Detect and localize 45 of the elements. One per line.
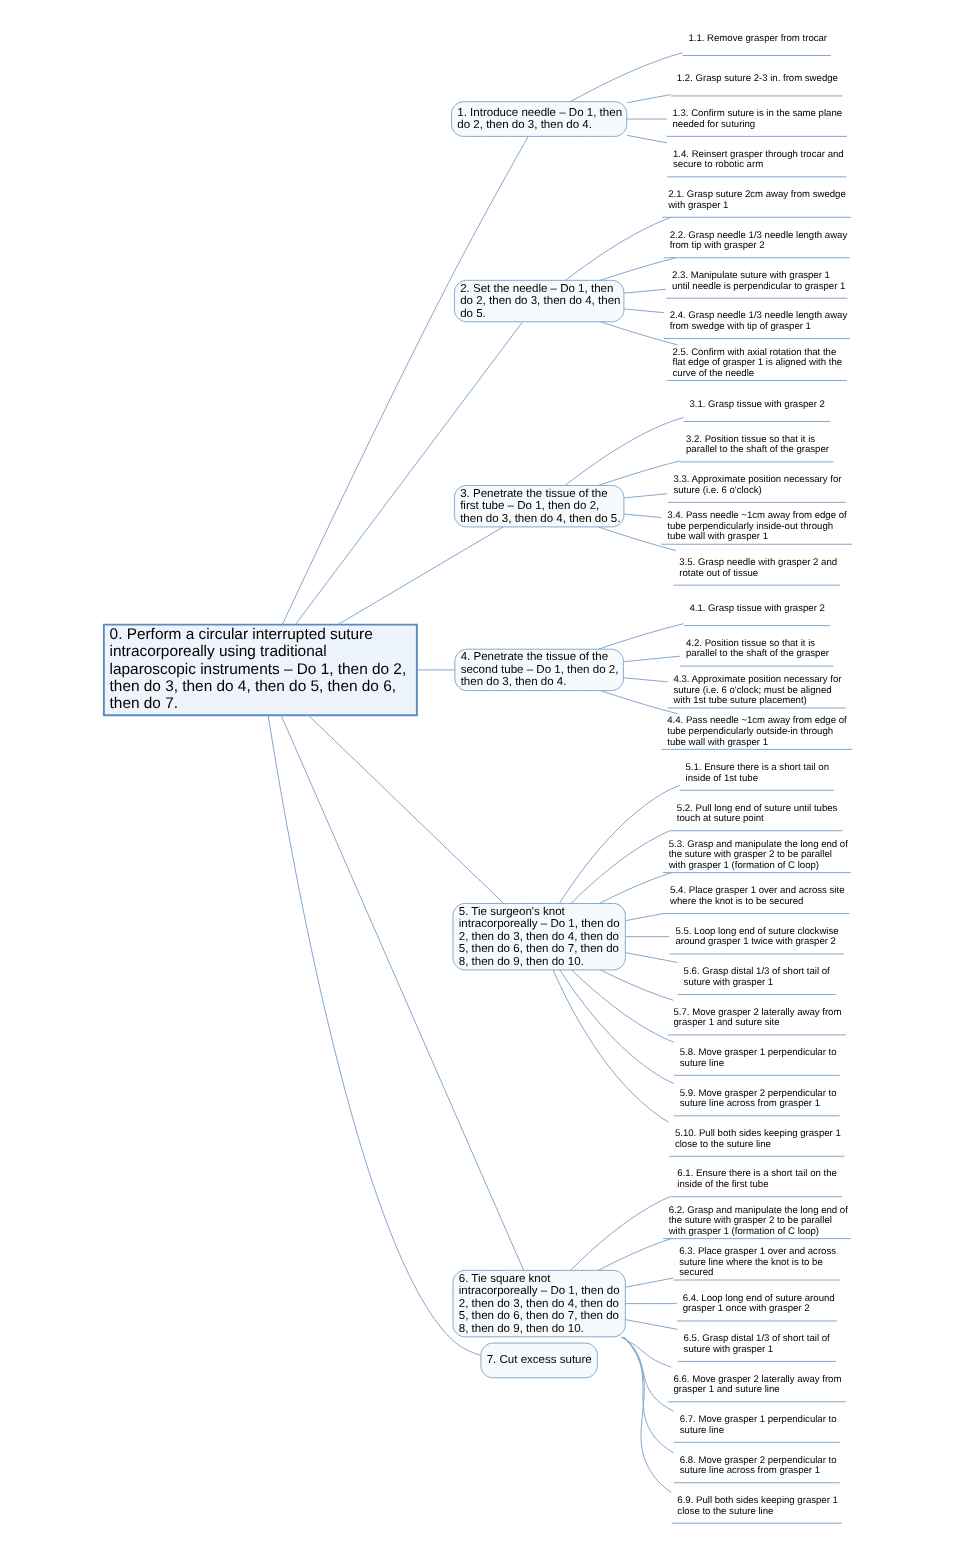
node-box: 0. Perform a circular interrupted suture intracorporeally using traditional laparoscopic instruments – Do 1, then do 2, then do 3, then do 4, then do 5, then do 6, then do 7.	[102, 623, 418, 717]
connector	[623, 1336, 675, 1454]
connector	[624, 1277, 674, 1288]
connector	[624, 912, 665, 922]
connector	[624, 1303, 678, 1305]
connector	[571, 969, 675, 1043]
connector	[597, 623, 684, 650]
connector	[600, 690, 678, 715]
connector	[570, 829, 672, 904]
connector	[599, 872, 672, 904]
connector	[565, 416, 685, 486]
connector	[624, 952, 678, 963]
connector	[597, 526, 677, 551]
connector	[623, 308, 665, 314]
connector	[597, 1238, 672, 1271]
connector	[597, 460, 681, 486]
connector	[308, 715, 504, 904]
connector	[623, 677, 669, 683]
connector	[337, 526, 504, 625]
connector	[624, 936, 670, 938]
connector	[626, 118, 668, 120]
connector	[623, 655, 681, 663]
connector	[626, 134, 668, 144]
connector	[559, 969, 675, 1084]
connector	[569, 52, 683, 103]
connector	[280, 714, 525, 1271]
connector	[416, 669, 456, 671]
connector	[623, 493, 668, 499]
connector	[620, 1336, 672, 1368]
connector	[281, 135, 529, 625]
connector	[622, 1336, 674, 1412]
connector	[623, 288, 667, 294]
connector	[600, 969, 674, 1001]
connector	[267, 715, 482, 1356]
connector	[559, 784, 681, 904]
connector	[626, 94, 672, 104]
connector	[623, 513, 662, 519]
connector	[570, 1195, 672, 1271]
connector	[552, 969, 670, 1123]
connector	[623, 1336, 672, 1493]
connector	[565, 216, 672, 281]
connector	[295, 321, 523, 625]
connector	[624, 1319, 678, 1330]
connector	[599, 257, 677, 281]
connector	[600, 321, 678, 346]
